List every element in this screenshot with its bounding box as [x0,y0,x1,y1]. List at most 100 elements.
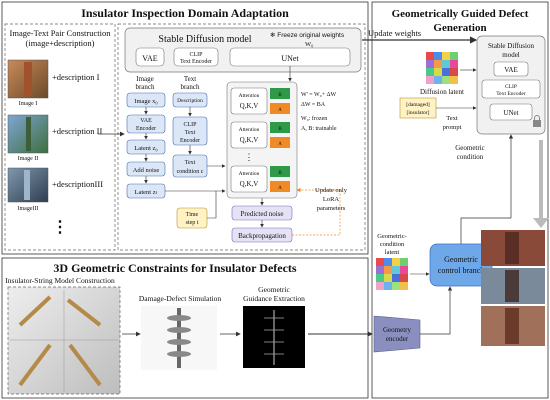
lora-update-note-1: Update only [315,187,348,194]
lora-b-1-label: B [278,93,282,98]
latent-zt-label: Latent zₜ [134,189,157,196]
image-1-insulator [24,62,32,96]
domain-section-title: Insulator Inspection Domain Adaptation [81,6,289,20]
sd-model-title: Stable Diffusion model [158,34,251,45]
attention-2-qkv: Q,K,V [240,136,259,144]
right-vae-box [493,61,529,77]
add-noise-label: Add noise [133,167,160,174]
attention-2-label: Attention [239,127,260,133]
pair-subtitle: (image+description) [26,38,95,48]
lora-b-2-label: B [278,127,282,132]
attention-block-1 [230,87,268,115]
description-3: +descriptionIII [52,179,103,189]
guidance-label-2: Guidance Extraction [243,294,305,303]
lora-a-2 [270,137,290,148]
eq-line-2: ΔW = BA [301,102,326,108]
geometric-condition-label: Geometric [455,144,485,152]
prompt-insulator: [insulator] [407,110,430,116]
timestep-label2: step t [186,220,199,226]
sd-vae-box [135,47,165,67]
prompt-damaged: [damaged] [406,102,430,108]
gcb-label-1: Geometric [444,255,478,264]
guidance-label-1: Geometric [258,285,290,294]
clip-label: CLIP [183,122,197,128]
gc-latent-label-2: condition [380,241,405,248]
gc-latent-grid [376,258,408,290]
insulator-model-2 [66,298,102,327]
image-3-insulator [24,170,30,200]
lora-b-3 [270,166,290,177]
diffusion-latent-grid [426,52,458,84]
attention-block-3 [230,165,268,193]
text-prompt-label2: prompt [443,124,462,131]
timestep-label: Time [186,212,199,218]
geometry-encoder-label: Geometry [383,326,411,334]
attention-1-label: Attention [239,93,260,99]
gc-latent-label-1: Geometric- [377,233,407,240]
more-dots: ⋮ [52,219,68,236]
sd-vae-label: VAE [142,54,158,63]
image-x0-label: Image x₀ [134,98,157,105]
image-1-caption: Image I [19,101,38,107]
description-2: +description II [52,126,103,136]
backprop-label: Backpropagation [238,232,286,240]
lora-a-2-label: A [278,142,282,147]
geo-section-frame [1,257,369,399]
lora-b-2 [270,122,290,133]
latent-z0-label: Latent z₀ [134,145,157,152]
attention-3-qkv: Q,K,V [240,180,259,188]
sd-clip-sublabel: Text Encoder [180,59,212,65]
eq-line-3: W₀: frozen [301,115,327,122]
geometry-encoder [373,315,421,353]
geo-section-title: 3D Geometric Constraints for Insulator D… [53,261,297,275]
pair-panel [4,23,116,251]
lora-a-1 [270,103,290,114]
vae-encoder-label: VAE [140,118,152,124]
insulator-model-4 [68,343,102,387]
clip-label2: Text [185,130,196,136]
right-clip-sublabel: Text Encoder [496,91,526,97]
image-3-caption: ImageIII [18,206,39,212]
text-branch-title: Text [184,75,196,83]
image-2-insulator [26,117,31,151]
attention-block-2 [230,121,268,149]
sd-unet-label: UNet [281,54,299,63]
diffusion-latent-label: Diffusion latent [420,88,464,96]
right-sd-title: Stable Diffusion [488,42,534,50]
lora-update-note-3: parameters [317,205,346,212]
eq-line-4: A, B: trainable [301,126,337,132]
text-condition-label2: condition c [177,169,204,175]
geometry-encoder-label2: encoder [386,335,409,343]
vae-encoder-sublabel: Encoder [136,126,156,132]
damage-sim-label: Damage-Defect Simulation [139,294,222,303]
sd-clip-label: CLIP [189,52,203,58]
lock-icon [533,120,541,127]
right-unet-label: UNet [503,109,518,117]
sd-clip-box [173,47,219,67]
right-unet-box [489,103,533,121]
geometric-condition-label2: condition [457,153,484,161]
defect-section-frame [371,1,549,399]
domain-section-frame [1,1,369,255]
description-label: Description [177,98,203,104]
lora-a-3 [270,181,290,192]
right-sd-title2: model [502,51,520,59]
lora-b-1 [270,88,290,99]
right-vae-label: VAE [504,66,517,74]
right-clip-box [481,79,541,99]
clip-label3: Encoder [180,138,200,144]
lora-a-3-label: A [278,186,282,191]
model-construction-title: Insulator-String Model Construction [5,276,115,285]
text-condition-label: Text [185,160,196,166]
text-prompt-label: Text [446,115,458,122]
image-branch-title: Image [136,75,154,83]
defect-section-title: Geometrically Guided Defect [392,8,529,20]
description-1: +description I [52,72,100,82]
predicted-noise-label: Predicted noise [241,210,284,218]
right-clip-label: CLIP [505,84,517,90]
gc-latent-label-3: latent [385,249,400,256]
lora-update-note-2: LoRA [323,196,340,203]
damage-insulator-core [177,308,181,368]
lora-b-3-label: B [278,171,282,176]
